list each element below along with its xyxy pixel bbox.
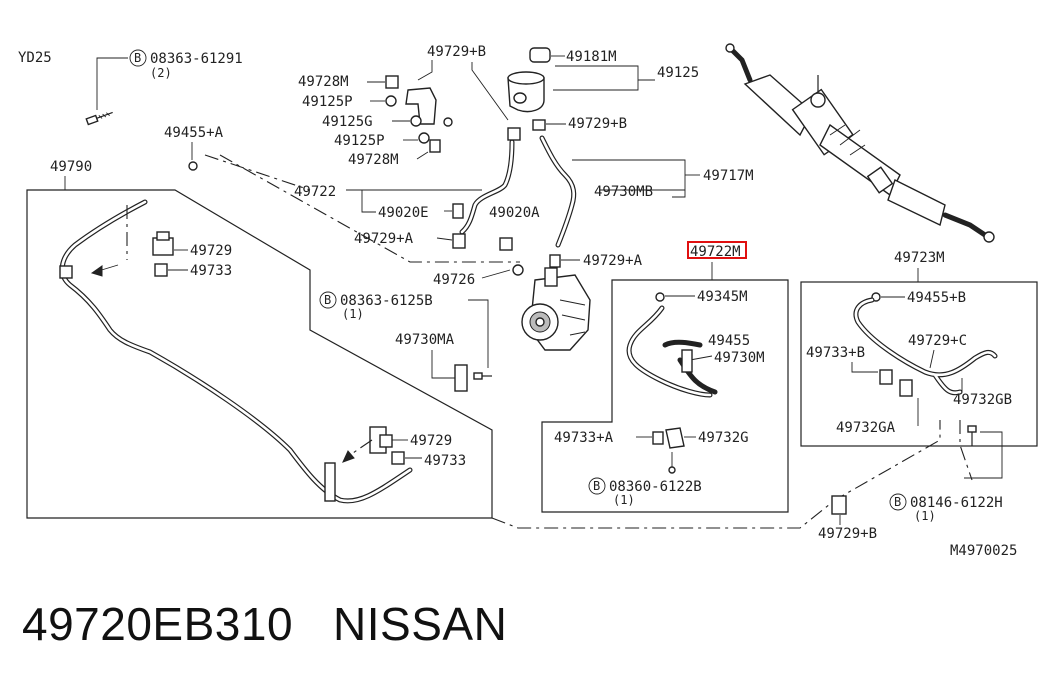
label-49345m: 49345M — [697, 289, 748, 305]
label-49790: 49790 — [50, 159, 92, 175]
label-49730ma: 49730MA — [395, 332, 455, 348]
bolt-icon — [967, 425, 977, 446]
label-49455: 49455 — [708, 333, 750, 349]
label-49726: 49726 — [433, 272, 475, 288]
label-08146-6122h-qty: (1) — [914, 509, 936, 523]
nut-icon — [385, 75, 399, 89]
label-49717m: 49717M — [703, 168, 754, 184]
label-49455a: 49455+A — [164, 125, 224, 141]
box-49723m — [800, 281, 1038, 447]
label-49729a-2: 49729+A — [583, 253, 643, 269]
label-49722m: 49722M — [690, 244, 741, 260]
clamp-icon — [549, 254, 561, 268]
figure-code: M4970025 — [950, 543, 1017, 559]
label-49020a: 49020A — [489, 205, 540, 221]
product-caption: 49720EB310 NISSAN — [22, 597, 547, 651]
circle-b-letter: B — [894, 495, 901, 509]
steering-rack-icon — [725, 43, 995, 243]
clamp-icon — [507, 127, 521, 141]
clamp-icon — [831, 495, 847, 515]
label-49125: 49125 — [657, 65, 699, 81]
label-49733b: 49733+B — [806, 345, 865, 361]
grommet-49733-icon — [154, 263, 168, 277]
label-49733-lower: 49733 — [424, 453, 466, 469]
clip-icon — [452, 203, 464, 219]
caption-part-number: 49720EB310 — [22, 598, 294, 650]
reservoir-bracket-icon — [405, 87, 437, 125]
label-49729b-mid: 49729+B — [568, 116, 627, 132]
label-49730mb: 49730MB — [594, 184, 653, 200]
label-08363-6125b: 08363-6125B — [340, 293, 433, 309]
circle-b-icon — [319, 291, 337, 309]
label-08363-61291: 08363-61291 — [150, 51, 243, 67]
label-49722: 49722 — [294, 184, 336, 200]
fitting-icon — [499, 237, 513, 251]
label-49733-upper: 49733 — [190, 263, 232, 279]
bolt-icon — [443, 117, 453, 127]
label-49728m-2: 49728M — [348, 152, 399, 168]
circle-b-icon — [889, 493, 907, 511]
label-49125p-2: 49125P — [334, 133, 385, 149]
box-49790 — [26, 189, 493, 519]
bolt-icon — [668, 466, 676, 474]
bolt-callout-08363-61291: B 08363-61291 (2) — [85, 49, 243, 126]
clamp-icon — [665, 427, 685, 449]
grommet-icon — [652, 431, 664, 445]
circle-b-letter: B — [593, 479, 600, 493]
circle-b-letter: B — [134, 51, 141, 65]
washer-icon — [512, 264, 524, 276]
tube-clip-icon — [59, 265, 73, 279]
label-49125p-1: 49125P — [302, 94, 353, 110]
reservoir-cap-icon — [529, 47, 551, 63]
clamp-icon — [899, 379, 913, 397]
bracket-49730ma-icon — [454, 364, 468, 392]
caption-brand: NISSAN — [333, 598, 508, 650]
nut-icon — [429, 139, 441, 153]
label-49729a-1: 49729+A — [354, 231, 414, 247]
power-steering-pump-icon — [521, 267, 591, 351]
label-49455b: 49455+B — [907, 290, 966, 306]
label-49732ga: 49732GA — [836, 420, 896, 436]
label-08146-6122h: 08146-6122H — [910, 495, 1003, 511]
clamp-icon — [532, 119, 546, 131]
label-49729c: 49729+C — [908, 333, 967, 349]
label-08360-6122b-qty: (1) — [613, 493, 635, 507]
tube-bracket-icon — [324, 462, 336, 502]
o-ring-icon — [655, 292, 665, 302]
clamp-icon — [452, 233, 466, 249]
label-49723m: 49723M — [894, 250, 945, 266]
grommet-49733-lower-icon — [391, 451, 405, 465]
bolt-icon — [85, 111, 113, 126]
label-49729-lower: 49729 — [410, 433, 452, 449]
washer-icon — [418, 132, 430, 144]
grommet-icon — [879, 369, 893, 385]
label-49125g: 49125G — [322, 114, 373, 130]
circle-b-icon — [588, 477, 606, 495]
grommet-icon — [410, 115, 422, 127]
o-ring-icon — [188, 161, 198, 171]
label-08363-61291-qty: (2) — [150, 66, 172, 80]
label-08363-6125b-qty: (1) — [342, 307, 364, 321]
box-49722m — [541, 279, 789, 513]
washer-icon — [385, 95, 397, 107]
bracket-icon — [681, 349, 693, 373]
label-49733a: 49733+A — [554, 430, 614, 446]
label-08360-6122b: 08360-6122B — [609, 479, 702, 495]
label-49181m: 49181M — [566, 49, 617, 65]
label-49732gb: 49732GB — [953, 392, 1012, 408]
highlight-box — [687, 241, 747, 259]
reservoir-tank-icon — [507, 77, 545, 113]
label-49729b-bottom: 49729+B — [818, 526, 877, 542]
label-49729-upper: 49729 — [190, 243, 232, 259]
label-49728m-1: 49728M — [298, 74, 349, 90]
engine-code: YD25 — [18, 50, 52, 66]
label-49732g: 49732G — [698, 430, 749, 446]
bolt-icon — [473, 372, 492, 380]
label-49730m: 49730M — [714, 350, 765, 366]
circle-b-icon — [129, 49, 147, 67]
label-49020e: 49020E — [378, 205, 429, 221]
label-49729b-top: 49729+B — [427, 44, 486, 60]
circle-b-letter: B — [324, 293, 331, 307]
